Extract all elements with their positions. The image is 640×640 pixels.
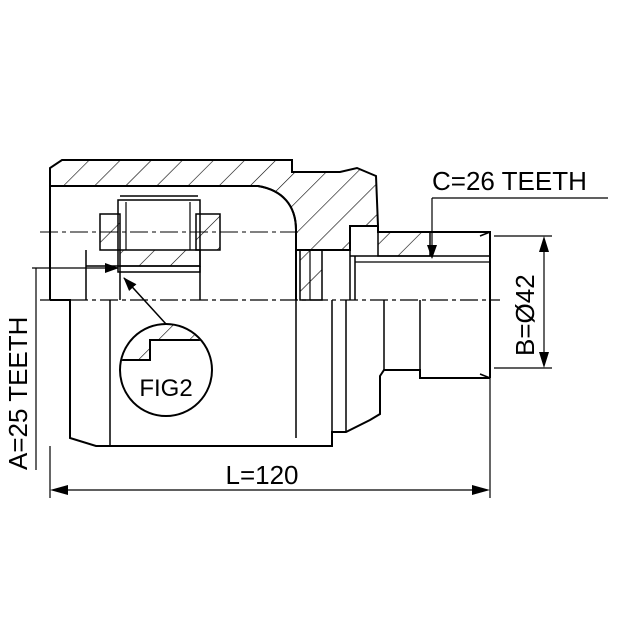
b-diameter-label: B=Ø42 bbox=[510, 274, 540, 356]
dimension-b: B=Ø42 bbox=[494, 235, 552, 369]
fig2-label: FIG2 bbox=[139, 375, 192, 402]
dimension-c: C=26 TEETH bbox=[427, 166, 608, 259]
c-teeth-label: C=26 TEETH bbox=[432, 166, 587, 196]
dimension-a: A=25 TEETH bbox=[3, 263, 119, 470]
fig2-detail: FIG2 bbox=[119, 277, 213, 417]
housing-upper-section bbox=[49, 159, 380, 300]
splined-stem bbox=[349, 226, 491, 379]
housing-outline bbox=[49, 183, 490, 447]
a-teeth-label: A=25 TEETH bbox=[3, 317, 33, 470]
internal-tripod bbox=[85, 195, 323, 301]
dimension-l: L=120 bbox=[49, 378, 491, 498]
centerlines bbox=[40, 231, 500, 301]
length-label: L=120 bbox=[225, 460, 298, 490]
